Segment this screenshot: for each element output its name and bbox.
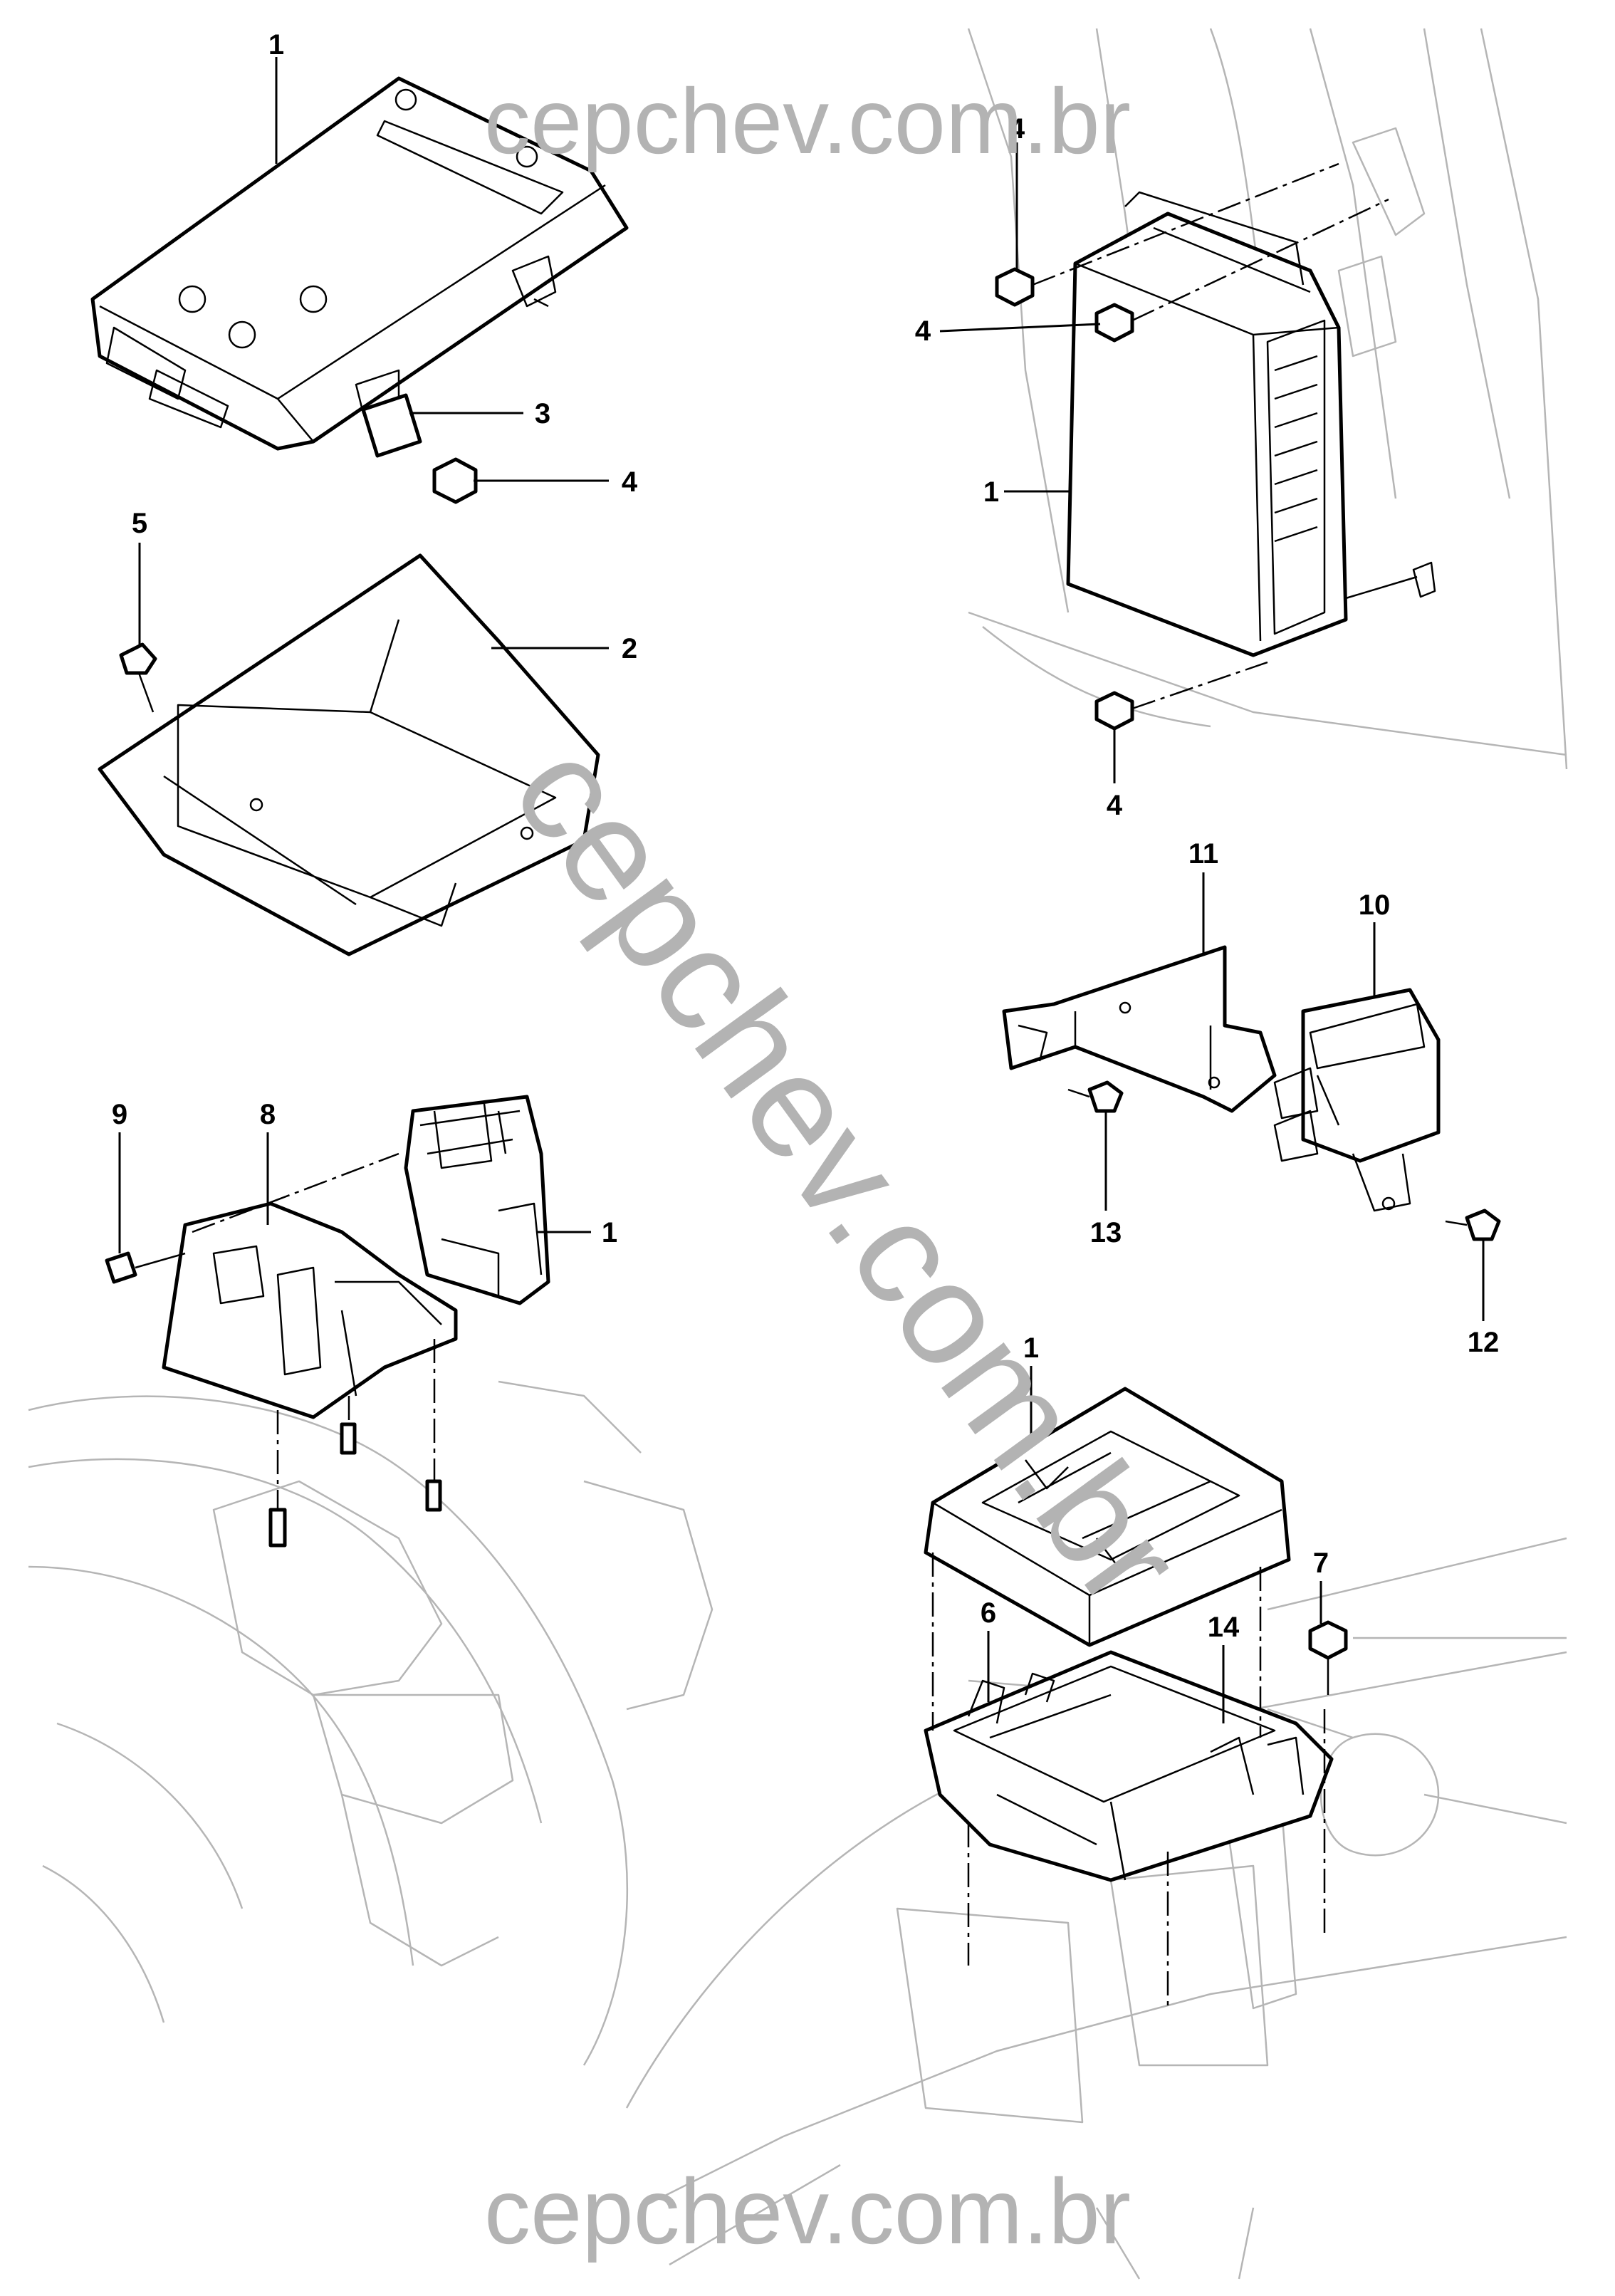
nut-lower [1094, 691, 1134, 731]
callout-e-7: 7 [1313, 1548, 1329, 1579]
module-assembly-b [995, 162, 1436, 731]
module-base-tray [924, 1650, 1334, 1882]
module-assembly-c [105, 1095, 550, 1548]
callout-e-1: 1 [1023, 1332, 1039, 1364]
callout-b-4-bottom: 4 [1107, 790, 1123, 821]
module-assembly-e [924, 1387, 1348, 2008]
callout-a-3: 3 [535, 398, 550, 429]
module-mounting-bracket [162, 1201, 458, 1419]
callout-d-10: 10 [1359, 889, 1391, 921]
sensor-screw [1465, 1209, 1501, 1241]
electronic-control-module-b [1066, 212, 1348, 657]
module-nut [432, 457, 478, 504]
tray-screw [119, 642, 157, 675]
callout-a-2: 2 [622, 633, 637, 664]
callout-e-14: 14 [1208, 1612, 1240, 1643]
bracket-screw [1087, 1080, 1124, 1113]
watermark-diagonal: cepchev.com.br [483, 714, 1214, 1634]
callout-a-1: 1 [268, 29, 284, 61]
watermark-bottom: cepchev.com.br [484, 2159, 1131, 2263]
sensor-module [1301, 988, 1441, 1163]
callout-c-1: 1 [602, 1217, 617, 1248]
callout-e-6: 6 [981, 1597, 996, 1629]
module-assembly-d [1002, 945, 1501, 1241]
sensor-bracket [1002, 945, 1277, 1113]
leader-lines [118, 57, 1485, 1723]
callout-b-4-top: 4 [1009, 113, 1025, 145]
electronic-control-module-e [924, 1387, 1291, 1647]
callout-d-11: 11 [1188, 838, 1218, 870]
electronic-control-module-c [404, 1095, 550, 1305]
callout-b-4-mid: 4 [915, 315, 931, 347]
module-assembly-a [90, 76, 629, 956]
electronic-control-module [90, 76, 629, 451]
tray-bolt [1308, 1620, 1348, 1660]
callout-c-8: 8 [260, 1099, 276, 1130]
module-bracket [361, 393, 422, 458]
nut-upper [995, 267, 1035, 307]
nut-middle [1094, 303, 1134, 343]
module-tray [98, 553, 600, 956]
callout-d-13: 13 [1090, 1217, 1122, 1248]
callout-labels: 1 3 4 5 2 4 4 1 4 9 8 1 11 10 13 12 1 7 … [112, 29, 1499, 1643]
callout-a-5: 5 [132, 508, 147, 539]
callout-b-1: 1 [983, 476, 999, 508]
bracket-bolt [105, 1251, 137, 1284]
callout-c-9: 9 [112, 1099, 127, 1130]
callout-d-12: 12 [1468, 1327, 1500, 1358]
watermark-top: cepchev.com.br [484, 69, 1131, 173]
callout-a-4: 4 [622, 466, 638, 498]
